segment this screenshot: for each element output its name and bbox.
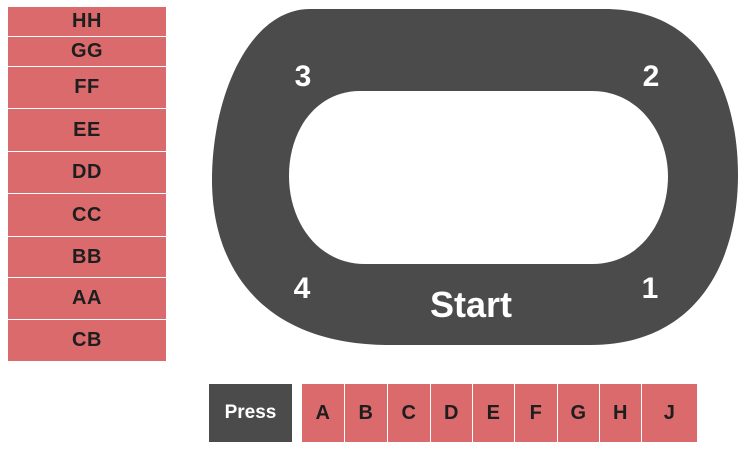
turn-4-label: 4 (294, 272, 311, 305)
section-e[interactable]: E (473, 384, 514, 442)
section-ff[interactable]: FF (8, 67, 166, 108)
section-c[interactable]: C (388, 384, 430, 442)
turn-1-label: 1 (642, 272, 659, 305)
section-cc[interactable]: CC (8, 194, 166, 236)
section-bb[interactable]: BB (8, 237, 166, 277)
section-hh[interactable]: HH (8, 7, 166, 36)
section-a[interactable]: A (302, 384, 344, 442)
section-f[interactable]: F (515, 384, 557, 442)
press-box[interactable]: Press (209, 384, 292, 442)
track-oval (212, 9, 738, 345)
section-d[interactable]: D (431, 384, 472, 442)
turn-3-label: 3 (295, 60, 312, 93)
turn-2-label: 2 (643, 60, 660, 93)
section-b[interactable]: B (345, 384, 387, 442)
section-j[interactable]: J (642, 384, 697, 442)
section-ee[interactable]: EE (8, 109, 166, 151)
start-label: Start (430, 284, 512, 325)
section-h[interactable]: H (600, 384, 641, 442)
press-label: Press (224, 402, 277, 423)
section-dd[interactable]: DD (8, 152, 166, 193)
section-g[interactable]: G (558, 384, 599, 442)
section-cb[interactable]: CB (8, 320, 166, 361)
section-aa[interactable]: AA (8, 278, 166, 319)
section-gg[interactable]: GG (8, 37, 166, 66)
